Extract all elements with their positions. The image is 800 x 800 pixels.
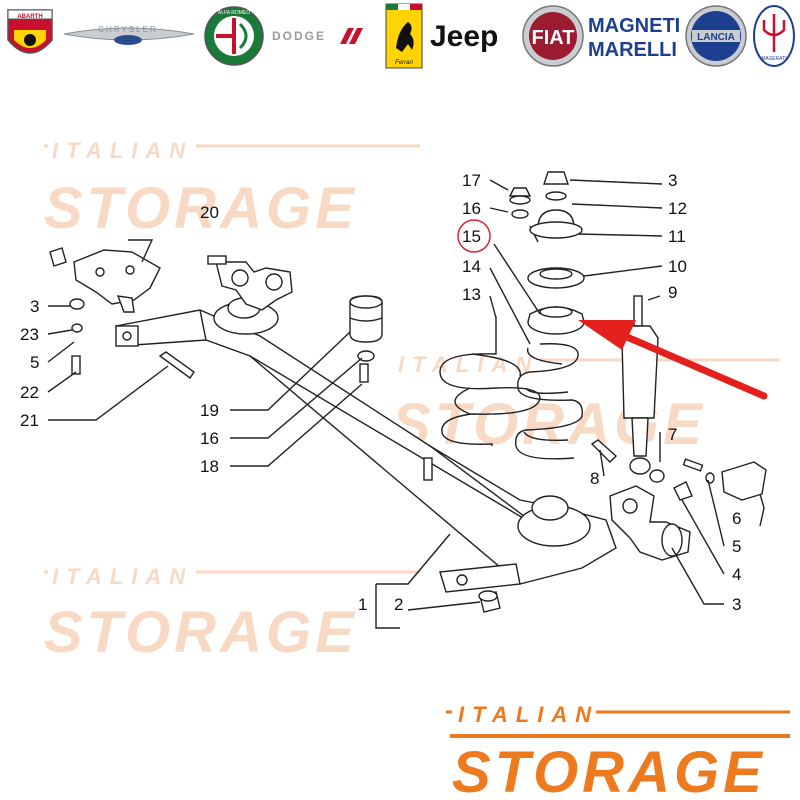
left-hub-assembly	[207, 255, 293, 311]
magneti-marelli-wordmark: MAGNETI	[588, 15, 680, 37]
svg-text:ITALIAN: ITALIAN	[52, 564, 193, 589]
left-small-parts	[49, 247, 195, 379]
highlight-arrow	[578, 320, 768, 400]
callout-7: 7	[668, 425, 677, 444]
chrysler-wings-icon: CHRYSLER	[63, 25, 195, 45]
callout-16-mid: 16	[200, 429, 219, 448]
callout-labels: 17 16 15 14 13 3 12 11 10 9 20 3 23 5 22…	[20, 171, 741, 614]
watermark-middle-right: ITALIAN STORAGE	[392, 352, 780, 457]
ferrari-wordmark: Ferrari	[395, 60, 413, 66]
watermark-top-left: ITALIAN STORAGE	[44, 138, 420, 241]
callout-16-top: 16	[462, 199, 481, 218]
callout-11: 11	[668, 227, 686, 246]
brand-logo-bar: ABARTH CHRYSLER ALFA ROMEO DODGE Ferrari…	[7, 3, 795, 69]
dodge-stripes-icon: DODGE	[272, 28, 363, 44]
spring-seat-15	[527, 306, 585, 335]
right-top-mount-stack	[527, 171, 585, 289]
callout-13: 13	[462, 285, 481, 304]
callout-3-right: 3	[732, 595, 741, 614]
callout-4: 4	[732, 565, 741, 584]
right-hub-assembly	[609, 485, 691, 561]
callout-18: 18	[200, 457, 219, 476]
jeep-wordmark: Jeep	[430, 20, 498, 53]
coil-spring-13	[439, 316, 541, 446]
svg-text:ITALIAN: ITALIAN	[458, 702, 599, 727]
callout-20: 20	[200, 203, 219, 222]
svg-text:ITALIAN: ITALIAN	[398, 352, 539, 377]
italian-storage-logo: ITALIAN STORAGE	[446, 702, 790, 800]
shock-absorber-9	[621, 295, 659, 475]
fiat-wordmark: FIAT	[532, 27, 575, 49]
callout-21: 21	[20, 411, 39, 430]
mounting-bracket-20	[73, 249, 161, 313]
callout-9: 9	[668, 283, 677, 302]
lancia-shield-icon: LANCIA	[685, 5, 747, 67]
jeep-wordmark-icon: Jeep	[430, 20, 498, 53]
svg-text:ITALIAN: ITALIAN	[52, 138, 193, 163]
watermark-bottom-left: ITALIAN STORAGE	[44, 564, 420, 665]
callout-12: 12	[668, 199, 687, 218]
highlight-circle-15	[457, 219, 491, 253]
alfa-romeo-roundel-icon: ALFA ROMEO	[204, 6, 264, 66]
alfa-romeo-wordmark: ALFA ROMEO	[218, 10, 250, 16]
chrysler-wordmark: CHRYSLER	[98, 25, 157, 34]
callout-23: 23	[20, 325, 39, 344]
callout-1: 1	[358, 595, 367, 614]
lancia-wordmark: LANCIA	[697, 32, 735, 43]
callout-17: 17	[462, 171, 481, 190]
left-top-mount-stack	[508, 187, 539, 243]
right-small-parts	[478, 439, 767, 613]
callout-10: 10	[668, 257, 687, 276]
bump-stop-19	[349, 295, 383, 383]
callout-14: 14	[462, 257, 481, 276]
coil-spring-14	[515, 343, 583, 460]
svg-text:MARELLI: MARELLI	[588, 39, 677, 61]
svg-text:STORAGE: STORAGE	[44, 600, 358, 665]
callout-5-right: 5	[732, 537, 741, 556]
callout-3-top: 3	[668, 171, 677, 190]
leader-lines	[47, 179, 765, 629]
abarth-wordmark: ABARTH	[17, 14, 42, 20]
svg-text:STORAGE: STORAGE	[452, 740, 766, 800]
callout-6: 6	[732, 509, 741, 528]
callout-15: 15	[462, 227, 481, 246]
magneti-marelli-wordmark-icon: MAGNETI MARELLI	[588, 15, 680, 61]
callout-19: 19	[200, 401, 219, 420]
dodge-wordmark: DODGE	[272, 29, 326, 43]
callout-2: 2	[394, 595, 403, 614]
callout-3-left: 3	[30, 297, 39, 316]
callout-22: 22	[20, 383, 39, 402]
svg-text:STORAGE: STORAGE	[392, 392, 706, 457]
abarth-scorpion-shield-icon: ABARTH	[7, 9, 53, 54]
fiat-badge-icon: FIAT	[522, 5, 584, 67]
ferrari-prancing-horse-icon: Ferrari	[385, 3, 423, 69]
callout-8: 8	[590, 469, 599, 488]
maserati-trident-icon: MASERATI	[753, 5, 795, 67]
svg-text:STORAGE: STORAGE	[44, 176, 358, 241]
maserati-wordmark: MASERATI	[761, 56, 786, 62]
callout-5-left: 5	[30, 353, 39, 372]
